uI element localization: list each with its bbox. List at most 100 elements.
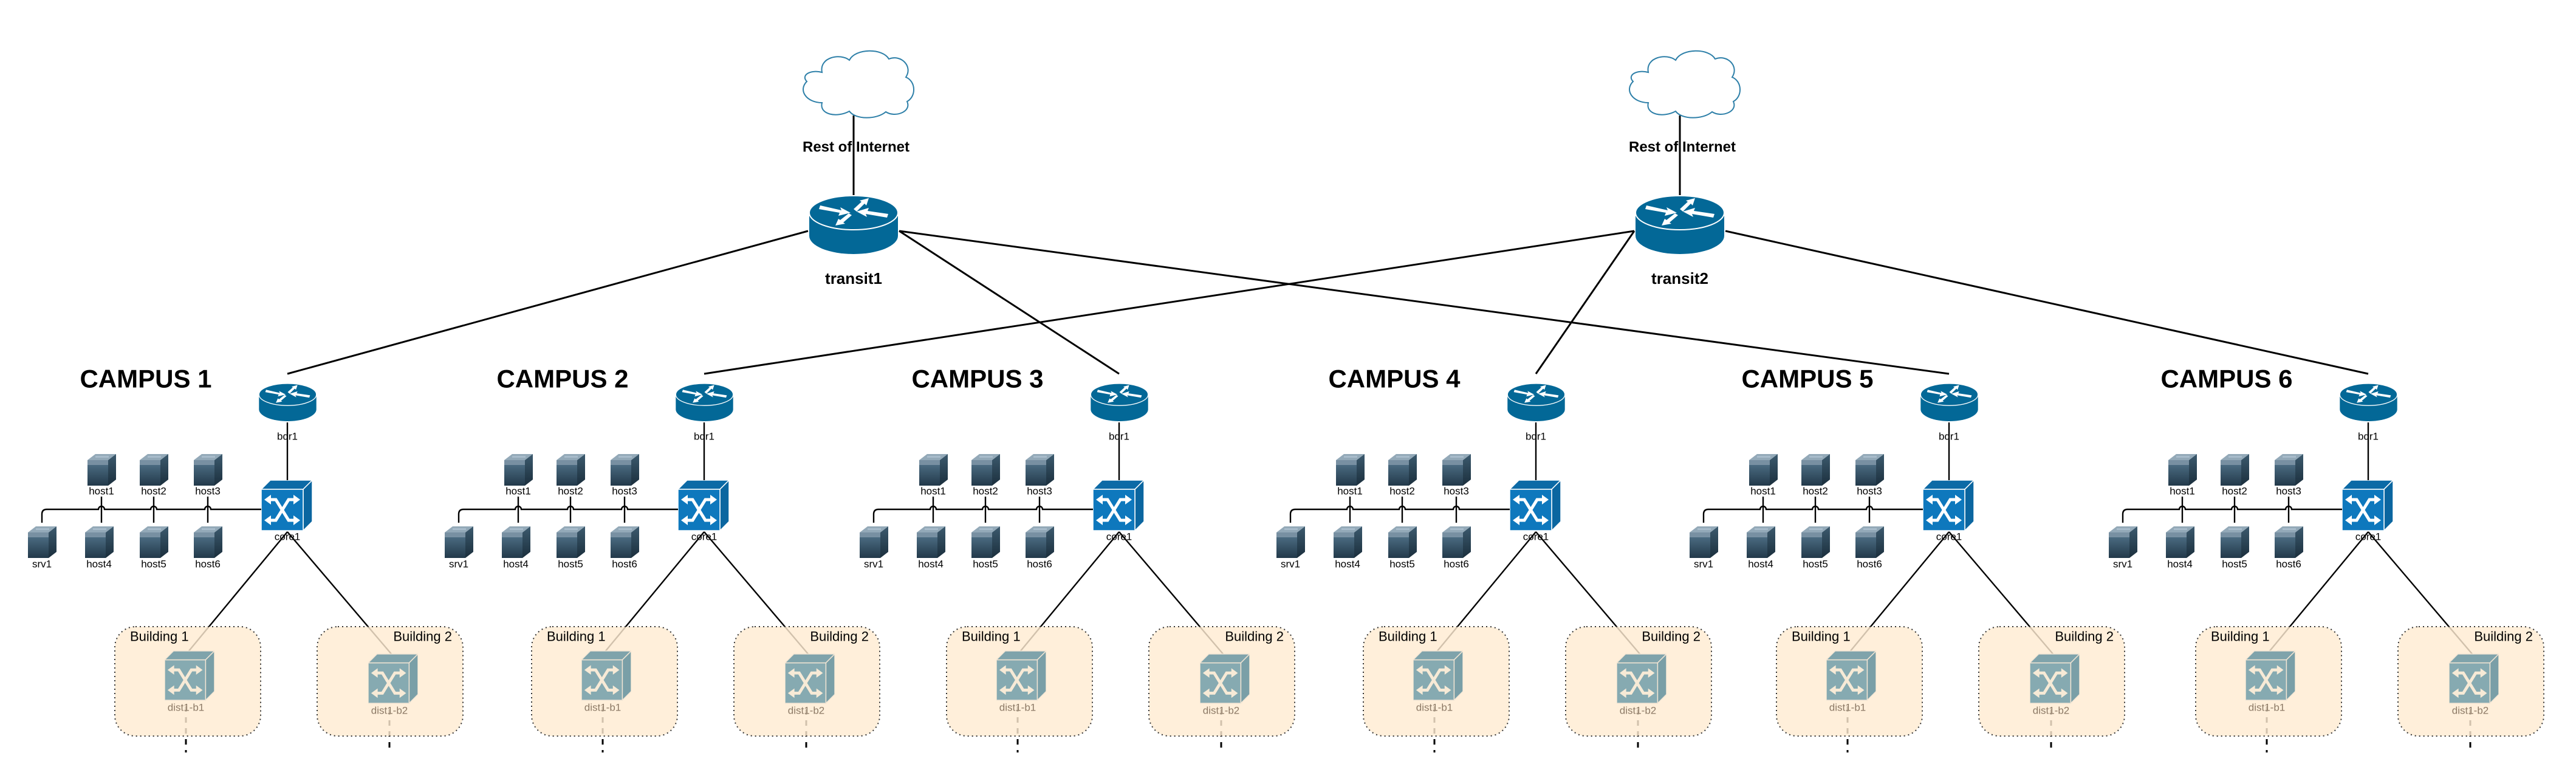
host-label: host3 [612,486,637,497]
router-icon[interactable] [1920,383,1979,422]
transit-label: transit1 [825,269,882,287]
switch-icon[interactable] [261,480,312,531]
building-label: Building 1 [547,629,606,644]
switch-icon[interactable] [2342,480,2393,531]
core-switch-label: core1 [2355,531,2382,543]
switch-icon[interactable] [785,654,835,703]
router-icon[interactable] [258,383,317,422]
switch-icon[interactable] [368,654,418,703]
switch-icon[interactable] [1093,480,1144,531]
server-icon[interactable] [1747,526,1775,558]
server-icon[interactable] [1026,526,1054,558]
server-icon[interactable] [194,454,222,486]
server-icon[interactable] [1388,526,1417,558]
router-icon[interactable] [1090,383,1149,422]
server-icon[interactable] [2221,526,2249,558]
server-icon[interactable] [1442,526,1471,558]
core-switch-label: core1 [1106,531,1132,543]
host-label: host6 [612,559,637,570]
server-icon[interactable] [140,454,168,486]
router-icon[interactable] [1507,383,1566,422]
server-icon[interactable] [194,526,222,558]
server-icon[interactable] [504,454,533,486]
campus-group [1276,383,1566,558]
transit-link [704,230,1635,375]
server-icon[interactable] [2168,454,2197,486]
server-icon[interactable] [971,454,1000,486]
server-icon[interactable] [2109,526,2137,558]
server-icon[interactable] [2275,454,2303,486]
switch-icon[interactable] [2030,654,2080,703]
router-icon[interactable] [675,383,734,422]
server-icon[interactable] [1442,454,1471,486]
server-icon[interactable] [1388,454,1417,486]
router-icon[interactable] [1635,195,1725,255]
cloud-icon [803,50,914,119]
server-icon[interactable] [140,526,168,558]
switch-icon[interactable] [1923,480,1974,531]
router-icon[interactable] [2339,383,2398,422]
server-icon[interactable] [2221,454,2249,486]
building-label: Building 1 [1379,629,1437,644]
server-icon[interactable] [1801,526,1830,558]
dist-switch-label: dist1-b1 [1416,702,1453,714]
server-icon[interactable] [1855,526,1884,558]
server-icon[interactable] [1855,454,1884,486]
host-label: srv1 [864,559,883,570]
switch-icon[interactable] [1510,480,1561,531]
server-icon[interactable] [919,454,948,486]
switch-icon[interactable] [1617,654,1667,703]
server-icon[interactable] [917,526,945,558]
server-icon[interactable] [502,526,530,558]
switch-icon[interactable] [1200,654,1250,703]
host-label: host6 [1444,559,1469,570]
server-icon[interactable] [557,526,585,558]
host-label: srv1 [1281,559,1300,570]
server-icon[interactable] [2275,526,2303,558]
transit-link [287,230,809,375]
cloud-outline [803,50,914,119]
switch-icon[interactable] [2245,651,2295,700]
server-icon[interactable] [611,526,639,558]
server-icon[interactable] [971,526,1000,558]
campus-title: CAMPUS 4 [1328,365,1461,393]
switch-icon[interactable] [678,480,729,531]
server-icon[interactable] [860,526,888,558]
core-switch-label: core1 [275,531,301,543]
dist-switch-label: dist1-b2 [788,705,824,717]
host-label: host4 [1335,559,1360,570]
server-icon[interactable] [87,454,116,486]
transit-label: transit2 [1651,269,1708,287]
buildings-layer [114,626,2544,737]
switch-icon[interactable] [996,651,1046,700]
server-icon[interactable] [2166,526,2194,558]
host-label: host5 [2222,559,2247,570]
switch-icon[interactable] [1413,651,1463,700]
host-bus-line [41,505,261,523]
server-icon[interactable] [611,454,639,486]
switch-icon[interactable] [1826,651,1876,700]
router-icon[interactable] [809,195,899,255]
switch-icon[interactable] [581,651,631,700]
switch-icon[interactable] [165,651,214,700]
server-icon[interactable] [1801,454,1830,486]
server-icon[interactable] [1749,454,1778,486]
host-bus-line [1702,505,1923,523]
server-icon[interactable] [1336,454,1365,486]
host-label: host5 [1389,559,1415,570]
switch-icon[interactable] [2449,654,2499,703]
host-label: host4 [86,559,112,570]
server-icon[interactable] [28,526,57,558]
host-label: host3 [195,486,221,497]
server-icon[interactable] [445,526,473,558]
dist-switch-label: dist1-b1 [168,702,204,714]
server-icon[interactable] [1334,526,1362,558]
server-icon[interactable] [557,454,585,486]
server-icon[interactable] [1026,454,1054,486]
server-icon[interactable] [1276,526,1305,558]
server-icon[interactable] [1690,526,1718,558]
server-icon[interactable] [85,526,114,558]
building-label: Building 2 [810,629,869,644]
transit-link [1535,230,1636,374]
